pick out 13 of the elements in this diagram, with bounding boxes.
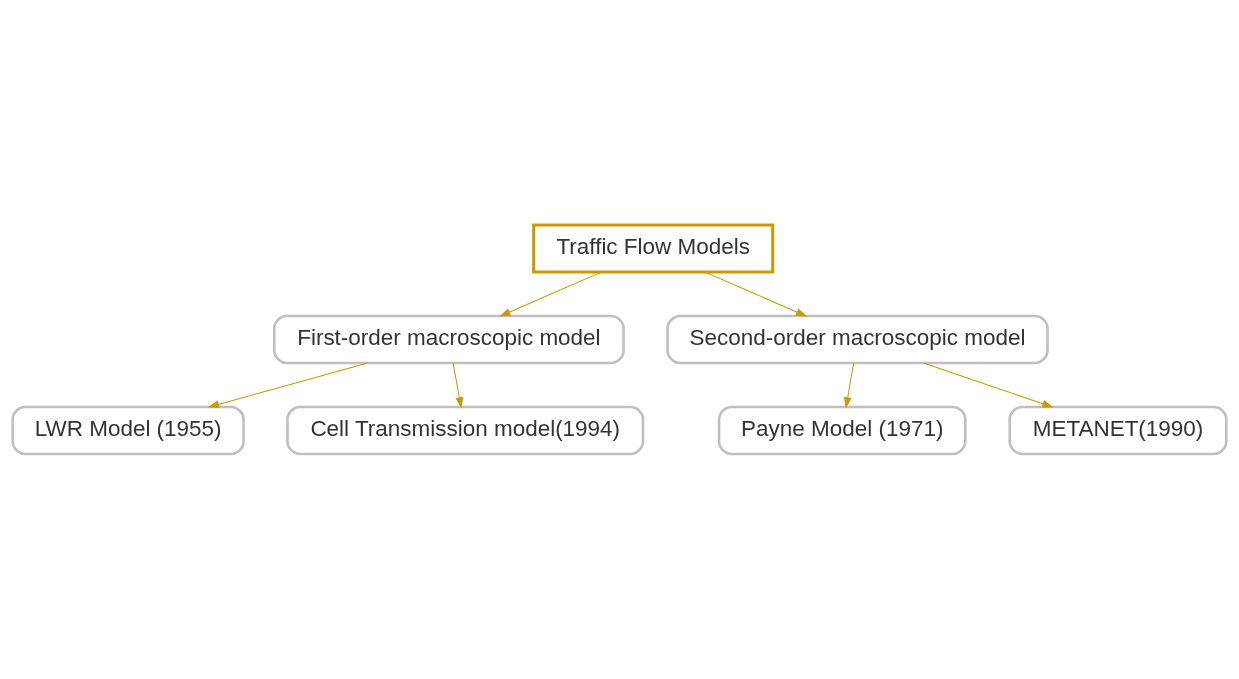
arrow: [207, 362, 369, 409]
node-box: Traffic Flow Models: [532, 223, 775, 274]
arrow: [843, 362, 855, 409]
arrow: [704, 271, 808, 317]
node-box: Second-order macroscopic model: [666, 314, 1049, 365]
node-box: Cell Transmission model(1994): [286, 405, 645, 456]
node-box: First-order macroscopic model: [272, 314, 625, 365]
node-box: Payne Model (1971): [717, 405, 967, 456]
arrow: [499, 271, 602, 317]
arrow: [923, 362, 1054, 408]
node-box: LWR Model (1955): [11, 405, 245, 456]
node-box: METANET(1990): [1008, 405, 1228, 456]
arrow: [452, 362, 464, 409]
